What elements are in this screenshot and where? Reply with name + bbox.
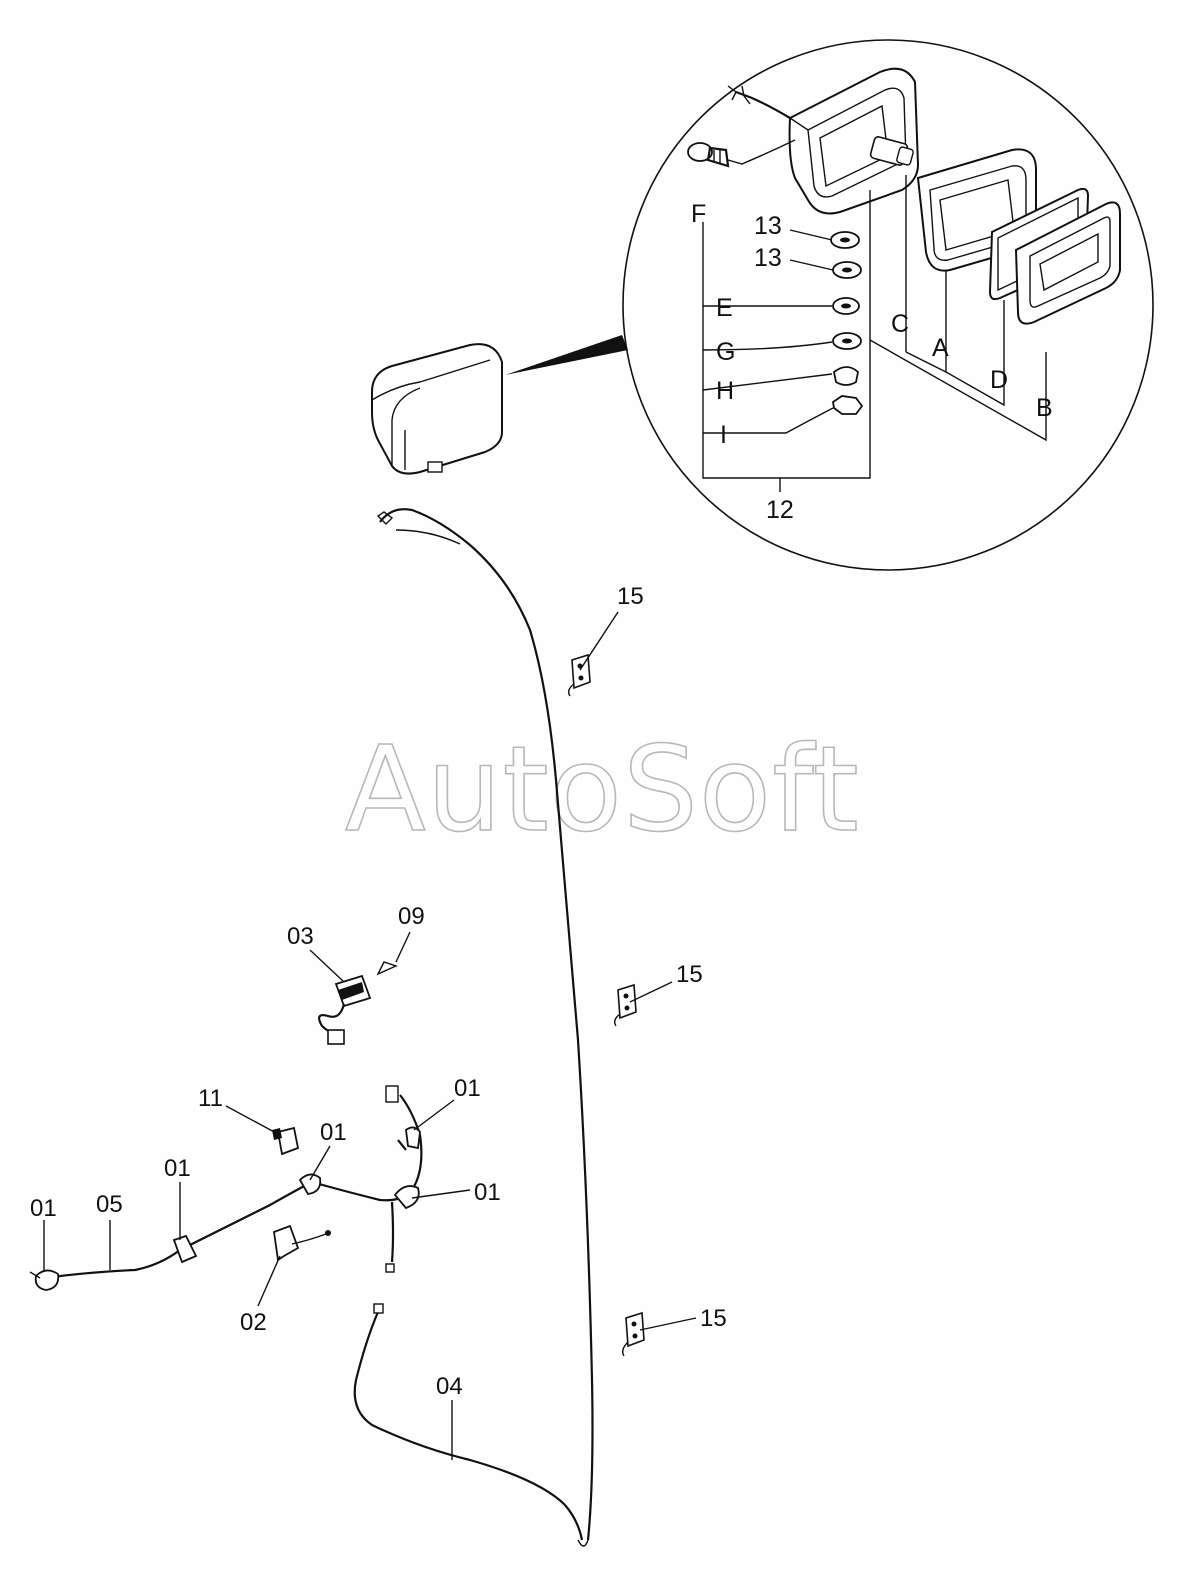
leader-02	[257, 1255, 281, 1307]
label-D: D	[990, 366, 1008, 394]
watermark-text: AutoSoft	[345, 720, 860, 858]
washer-13a-hole	[840, 237, 850, 243]
label-13b: 13	[754, 244, 782, 272]
leader-15c	[639, 1317, 697, 1331]
callout-01e: 01	[30, 1195, 57, 1222]
label-12: 12	[766, 496, 794, 524]
cab-harness-05	[29, 1085, 423, 1291]
wire-04	[353, 1303, 584, 1541]
detail-circle	[622, 39, 1154, 571]
leader-01a	[413, 1099, 455, 1131]
leader-03	[309, 949, 345, 983]
bolt-F	[687, 142, 730, 168]
relay-11	[272, 1126, 300, 1156]
callout-04: 04	[436, 1373, 463, 1400]
callout-11: 11	[198, 1085, 223, 1112]
bracket-12	[702, 175, 1047, 492]
label-B: B	[1036, 394, 1053, 422]
callout-01b: 01	[320, 1119, 347, 1146]
leader-01b	[309, 1145, 331, 1181]
washer-G-hole	[842, 338, 852, 344]
label-I: I	[720, 421, 727, 449]
washer-13b-hole	[842, 267, 852, 273]
switch-03	[318, 961, 398, 1045]
leader-15a	[579, 611, 619, 671]
label-H: H	[716, 377, 734, 405]
callout-05: 05	[96, 1191, 123, 1218]
leader-15b	[629, 981, 673, 1003]
callout-15a: 15	[617, 583, 644, 610]
callout-15c: 15	[700, 1305, 727, 1332]
lamp-housing-detail	[727, 67, 920, 215]
connector-02	[273, 1224, 331, 1262]
projection-wedge	[505, 335, 628, 375]
leader-01c	[411, 1189, 471, 1199]
main-harness-wire	[376, 508, 594, 1547]
nut-I	[832, 395, 864, 415]
leader-09	[395, 931, 411, 963]
label-G: G	[716, 338, 735, 366]
work-lamp-assembly	[371, 343, 503, 475]
callout-01d: 01	[164, 1155, 191, 1182]
callout-03: 03	[287, 923, 314, 950]
label-C: C	[891, 310, 909, 338]
label-E: E	[716, 294, 733, 322]
callout-02: 02	[240, 1309, 267, 1336]
label-A: A	[932, 334, 949, 362]
clip-15c	[621, 1311, 645, 1357]
clip-15a	[567, 653, 591, 697]
callout-01c: 01	[474, 1179, 501, 1206]
callout-01a: 01	[454, 1075, 481, 1102]
callout-09: 09	[398, 903, 425, 930]
label-F: F	[691, 200, 706, 228]
washer-E-hole	[841, 303, 851, 309]
label-13a: 13	[754, 212, 782, 240]
bezel-detail	[1014, 201, 1121, 325]
leader-11	[225, 1105, 279, 1135]
clip-15b	[613, 983, 637, 1027]
lock-washer-H	[833, 366, 859, 386]
callout-15b: 15	[676, 961, 703, 988]
